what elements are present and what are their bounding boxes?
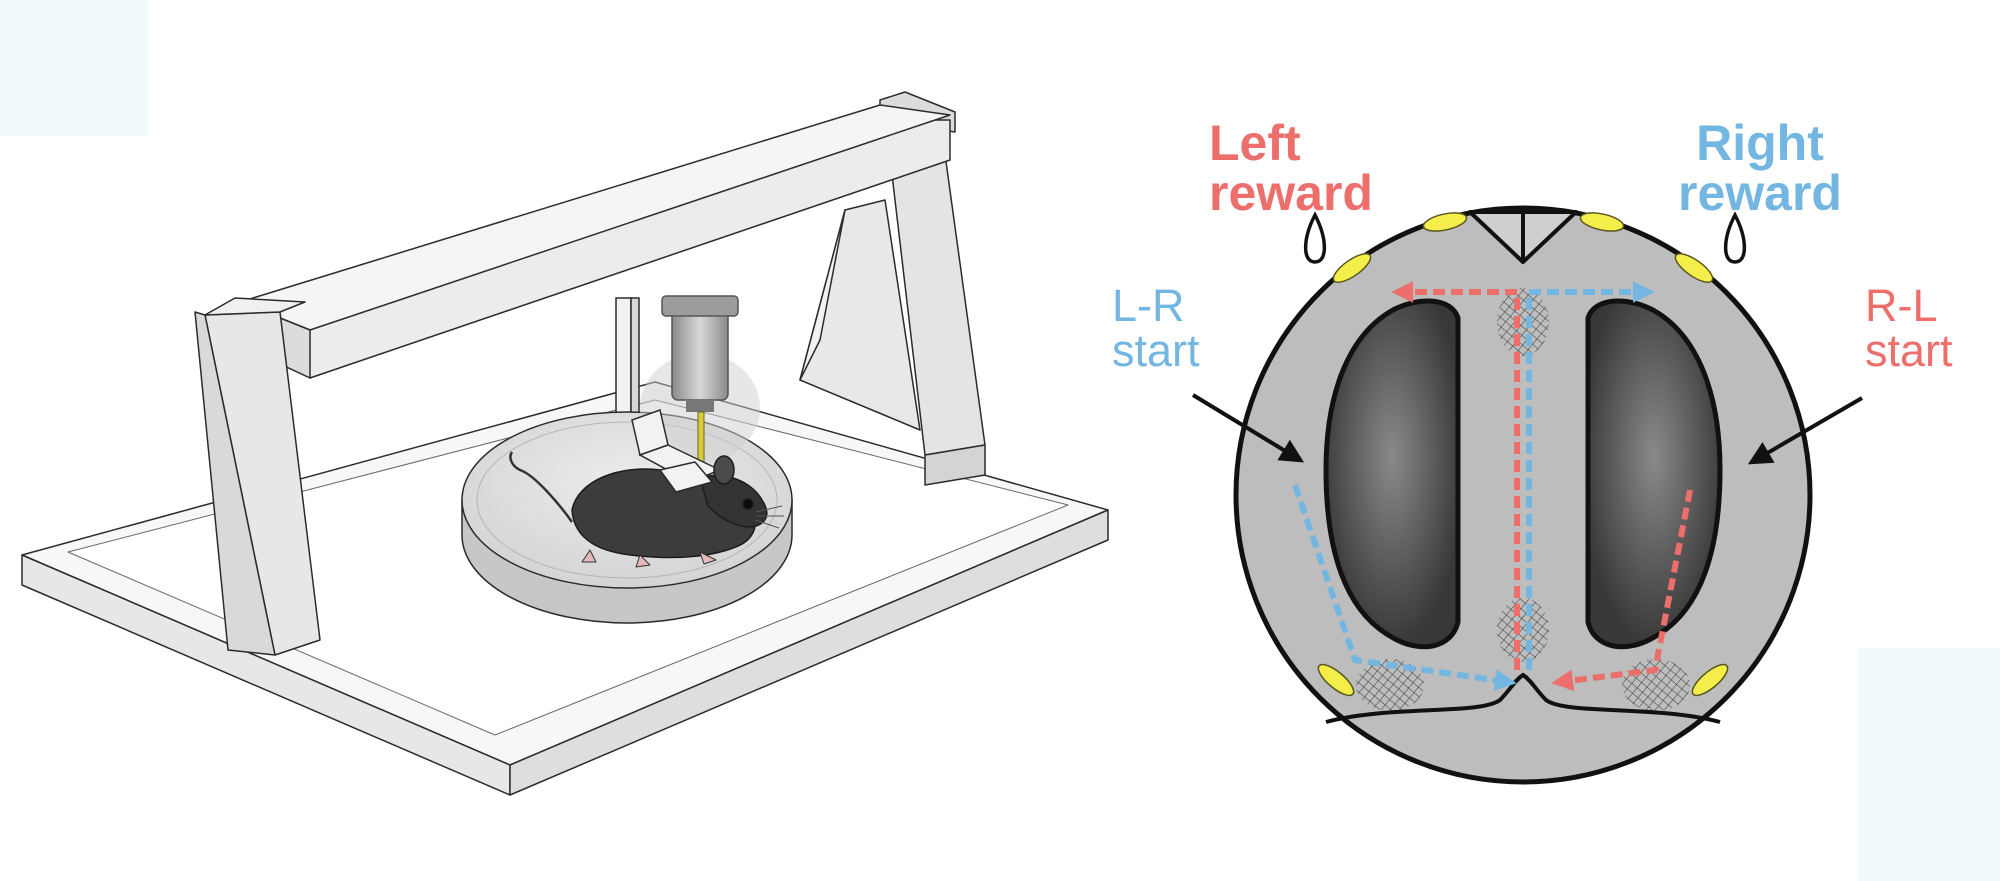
right-reward-line-1: Right <box>1696 115 1824 171</box>
frame-crossbar <box>239 104 951 379</box>
rl-start-label: R-L start <box>1865 283 1953 373</box>
lr-start-label: L-R start <box>1112 283 1200 373</box>
bottom-seam <box>1325 672 1721 724</box>
left-reward-line-1: Left <box>1209 115 1301 171</box>
corner-tint-bottom-right <box>1858 648 2000 881</box>
microscope-mount <box>615 297 640 419</box>
left-reward-line-2: reward <box>1209 165 1373 221</box>
trajectory-arrows <box>1292 281 1693 692</box>
arrow-icon <box>1747 396 1864 465</box>
right-reward-line-2: reward <box>1678 165 1842 221</box>
right-island <box>1585 298 1723 650</box>
lr-start-line-2: start <box>1112 325 1200 376</box>
water-drop-icon <box>1723 211 1747 264</box>
rl-start-line-2: start <box>1865 325 1953 376</box>
frame-front-post <box>194 297 321 656</box>
lr-start-line-1: L-R <box>1112 280 1185 331</box>
left-reward-label: Left reward <box>1209 118 1373 218</box>
left-island <box>1323 298 1461 650</box>
water-drop-icon <box>1303 211 1327 264</box>
mouse <box>509 451 784 568</box>
water-ports <box>1317 212 1729 697</box>
arrow-icon <box>1191 393 1305 463</box>
corner-tint-top-left <box>0 0 148 136</box>
maze-diagram <box>1191 205 1864 785</box>
right-reward-label: Right reward <box>1678 118 1842 218</box>
frame-side-panel <box>799 199 921 431</box>
objective-lens <box>640 295 760 471</box>
setup-illustration <box>21 91 1109 796</box>
rl-start-line-1: R-L <box>1865 280 1938 331</box>
